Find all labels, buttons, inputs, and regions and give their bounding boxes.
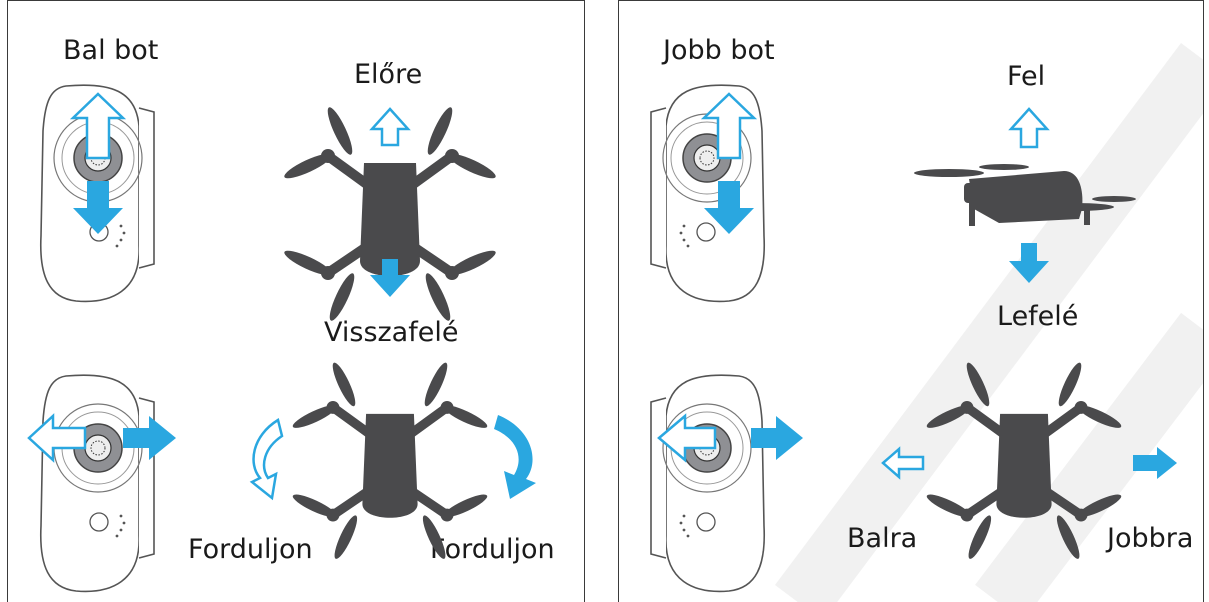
drone-side-view — [914, 107, 1136, 283]
arrow-right-solid-icon — [123, 416, 176, 460]
rotate-clockwise-solid-icon — [494, 415, 536, 499]
backward-label: Visszafelé — [324, 317, 459, 348]
rotate-right-label: Forduljon — [430, 534, 555, 565]
arrow-left-outline-icon — [881, 446, 925, 480]
left-controller-bottom — [27, 374, 176, 593]
forward-label: Előre — [354, 59, 423, 90]
up-label: Fel — [1007, 61, 1046, 92]
arrow-down-solid-icon — [73, 181, 123, 234]
arrow-left-outline-icon — [657, 413, 717, 463]
arrow-right-solid-icon — [751, 416, 803, 460]
rotate-counterclockwise-outline-icon — [249, 418, 284, 501]
left-stick-panel: Bal bot Előre Visszafelé Forduljon Fordu… — [7, 0, 585, 602]
right-label: Jobbra — [1107, 523, 1194, 554]
arrow-up-outline-icon — [1008, 107, 1050, 149]
arrow-right-solid-icon — [1133, 447, 1177, 479]
arrow-forward-outline-icon — [369, 107, 411, 147]
right-stick-panel: Jobb bot Fel Lefelé Balra Jobbra — [618, 0, 1204, 602]
right-controller-top — [650, 84, 766, 303]
arrow-left-outline-icon — [27, 413, 87, 463]
arrow-up-outline-icon — [69, 92, 127, 160]
left-stick-label: Bal bot — [63, 35, 159, 66]
arrow-down-solid-icon — [704, 181, 754, 234]
drone-rotate — [298, 386, 498, 536]
drone-lateral — [929, 386, 1129, 536]
arrow-down-solid-icon — [1009, 243, 1049, 283]
arrow-up-outline-icon — [700, 92, 758, 160]
down-label: Lefelé — [997, 301, 1079, 332]
rotate-left-label: Forduljon — [188, 534, 313, 565]
left-controller-top — [39, 84, 155, 303]
drone-forward — [298, 101, 498, 311]
right-controller-bottom — [650, 374, 803, 593]
arrow-backward-solid-icon — [370, 259, 410, 297]
right-stick-label: Jobb bot — [663, 35, 775, 66]
left-label: Balra — [847, 523, 918, 554]
